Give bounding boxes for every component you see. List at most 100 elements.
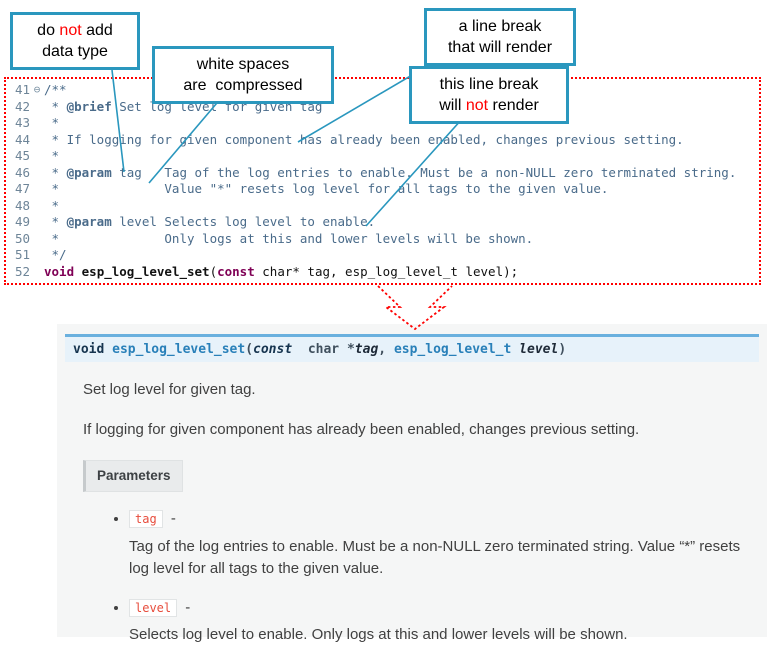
line-number: 52 — [14, 263, 30, 279]
code-text: * — [44, 115, 60, 130]
code-text: */ — [44, 247, 67, 262]
line-number: 45 — [14, 148, 30, 163]
fold-spacer — [30, 132, 44, 149]
param-dash: - — [166, 510, 176, 528]
callout-text: data type — [42, 43, 108, 61]
code-line: 45 * — [8, 148, 757, 165]
callout-text-line: a line break — [433, 16, 567, 37]
param-dash: - — [181, 598, 191, 616]
signature-token: tag — [354, 342, 379, 357]
code-text: * @brief Set log level for given tag — [44, 98, 323, 114]
callout-text-red: not — [465, 97, 489, 115]
signature-token — [511, 342, 519, 357]
param-description: Selects log level to enable. Only logs a… — [129, 626, 628, 644]
callout-text-line: that will render — [433, 37, 567, 58]
source-code-editor[interactable]: 41⊖/**42 * @brief Set log level for give… — [4, 77, 761, 285]
param-name-badge: tag — [129, 510, 163, 529]
callout-text-line: are compressed — [161, 75, 325, 96]
code-text: * If logging for given component has alr… — [44, 131, 684, 147]
callout-text-line: will not render — [418, 95, 560, 116]
code-text: /** — [44, 82, 67, 97]
callout-text: are compressed — [183, 77, 303, 95]
signature-token: ( — [245, 342, 254, 357]
callout-whitespace: white spaces are compressed — [152, 46, 334, 105]
code-text: * Only logs at this and lower levels wil… — [44, 230, 534, 246]
fold-spacer — [30, 99, 44, 116]
callout-linebreak-renders: a line break that will render — [424, 8, 576, 67]
callout-text-line: do not add — [19, 20, 131, 41]
signature-token: level — [519, 342, 559, 357]
code-lines: 41⊖/**42 * @brief Set log level for give… — [8, 82, 757, 280]
signature-token: const — [253, 342, 293, 357]
param-item: tag - Tag of the log entries to enable. M… — [129, 508, 747, 581]
line-number: 44 — [14, 131, 30, 147]
fold-collapse-icon[interactable]: ⊖ — [33, 83, 41, 96]
callout-text-red: not — [59, 22, 82, 39]
param-list: tag - Tag of the log entries to enable. M… — [83, 508, 747, 647]
line-number: 41 — [14, 82, 30, 97]
code-line: 49 * @param level Selects log level to e… — [8, 214, 757, 231]
line-number: 43 — [14, 115, 30, 130]
line-number: 42 — [14, 98, 30, 114]
callout-text: render — [488, 97, 539, 115]
fold-spacer — [30, 214, 44, 231]
line-number: 46 — [14, 164, 30, 180]
signature-token: ) — [558, 342, 567, 357]
fold-spacer — [30, 165, 44, 182]
detail-description: If logging for given component has alrea… — [83, 420, 640, 438]
code-line: 41⊖/** — [8, 82, 757, 99]
fold-spacer — [30, 115, 44, 132]
callout-text-line: this line break — [418, 74, 560, 95]
fold-spacer — [30, 148, 44, 165]
render-flow-arrow — [377, 285, 453, 331]
line-number: 47 — [14, 181, 30, 196]
callout-text: will — [439, 97, 466, 115]
rendered-docs-panel: void esp_log_level_set(const char *tag, … — [57, 324, 767, 643]
code-text: void esp_log_level_set(const char* tag, … — [44, 263, 519, 279]
fold-spacer — [30, 198, 44, 215]
code-line: 50 * Only logs at this and lower levels … — [8, 231, 757, 248]
code-text: * @param tag Tag of the log entries to e… — [44, 164, 737, 180]
callout-no-datatype: do not add data type — [10, 12, 140, 71]
signature-token: char * — [292, 342, 355, 357]
signature-token: , — [378, 342, 394, 357]
callout-text: a line break — [458, 18, 542, 35]
signature-token — [104, 342, 112, 357]
param-name-badge: level — [129, 598, 178, 617]
param-item: level - Selects log level to enable. Only… — [129, 597, 747, 647]
code-line: 44 * If logging for given component has … — [8, 132, 757, 149]
code-text: * — [44, 148, 60, 163]
code-line: 42 * @brief Set log level for given tag — [8, 99, 757, 116]
fold-spacer — [30, 264, 44, 281]
callout-text: do — [37, 22, 60, 39]
code-line: 43 * — [8, 115, 757, 132]
code-text: * Value "*" resets log level for all tag… — [44, 181, 609, 196]
brief-description: Set log level for given tag. — [83, 381, 256, 398]
parameters-heading: Parameters — [83, 460, 183, 493]
line-number: 50 — [14, 230, 30, 246]
code-line: 51 */ — [8, 247, 757, 264]
function-signature: void esp_log_level_set(const char *tag, … — [65, 334, 759, 362]
signature-token: void — [73, 342, 105, 357]
code-text: * @param level Selects log level to enab… — [44, 214, 376, 229]
function-name: esp_log_level_set — [112, 342, 246, 357]
code-text: * — [44, 197, 60, 213]
fold-spacer — [30, 181, 44, 198]
code-line: 48 * — [8, 198, 757, 215]
callout-text: white spaces — [196, 56, 290, 73]
code-line: 46 * @param tag Tag of the log entries t… — [8, 165, 757, 182]
code-line: 52 void esp_log_level_set(const char* tag… — [8, 264, 757, 281]
callout-linebreak-not-render: this line break will not render — [409, 66, 569, 125]
signature-token[interactable]: esp_log_level_t — [393, 342, 512, 357]
callout-text: this line break — [439, 76, 539, 93]
param-description: Tag of the log entries to enable. Must b… — [129, 537, 741, 578]
line-number: 51 — [14, 247, 30, 262]
code-line: 47 * Value "*" resets log level for all … — [8, 181, 757, 198]
callout-text-line: white spaces — [161, 54, 325, 75]
callout-text: add — [81, 22, 113, 39]
fold-spacer — [30, 247, 44, 264]
fold-spacer — [30, 231, 44, 248]
doc-body: Set log level for given tag. If logging … — [83, 379, 747, 647]
callout-text-line: data type — [19, 41, 131, 62]
